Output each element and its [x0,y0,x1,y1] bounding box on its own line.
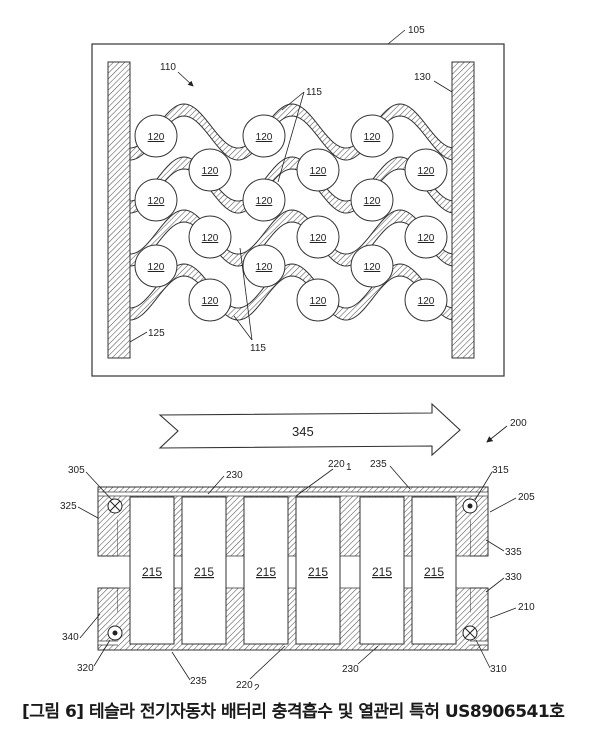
cooling-channel-4 [129,263,453,321]
label-125: 125 [148,328,165,339]
top-cell-7: 120 [134,178,178,222]
top-cell-18: 120 [404,278,448,322]
arrow-200 [486,425,508,443]
top-cell-label: 120 [418,166,435,177]
top-cell-8: 120 [242,178,286,222]
bottom-cell-label: 215 [256,565,276,579]
top-cell-6: 120 [404,148,448,192]
bottom-cell-label: 215 [194,565,214,579]
label-305: 305 [68,465,85,476]
label-110: 110 [160,62,176,73]
label-210: 210 [518,602,535,613]
label-230-top: 230 [226,470,243,481]
label-330: 330 [505,572,522,583]
top-cell-label: 120 [256,196,273,207]
label-205: 205 [518,492,535,503]
top-cells: 120 120 120 120 120 120 120 120 120 120 120 120 120 1… [134,114,448,322]
patent-diagram: 120 120 120 120 120 120 120 120 120 120 120 120 120 1… [60,25,535,690]
figure-caption: [그림 6] 테슬라 전기자동차 배터리 충격흡수 및 열관리 특허 US890… [22,702,565,722]
label-345: 345 [292,424,314,439]
label-310: 310 [490,664,507,675]
label-220-1: 220 [328,459,345,470]
top-cell-label: 120 [418,233,435,244]
cooling-channel-3 [129,209,453,267]
bottom-cell-label: 215 [142,565,162,579]
bottom-cells: 215 215 215 215 215 215 [129,496,457,645]
bottom-cell-2: 215 [181,496,227,645]
label-235-bottom: 235 [190,676,207,687]
label-105: 105 [408,25,425,36]
bottom-figure: 215 215 215 215 215 215 305 325 230 220 1 235… [60,459,535,690]
top-cell-label: 120 [202,166,219,177]
label-115-bottom: 115 [250,343,266,354]
top-cell-label: 120 [310,233,327,244]
label-325: 325 [60,501,77,512]
top-cell-label: 120 [364,132,381,143]
top-cell-label: 120 [256,132,273,143]
top-cell-17: 120 [296,278,340,322]
flow-arrow: 345 [158,402,461,457]
top-cell-1: 120 [134,114,178,158]
top-cell-label: 120 [202,233,219,244]
top-cell-label: 120 [148,262,165,273]
top-cell-label: 120 [202,296,219,307]
label-115-top: 115 [306,87,322,98]
label-315: 315 [492,465,509,476]
top-cell-label: 120 [418,296,435,307]
top-cell-5: 120 [296,148,340,192]
top-cell-label: 120 [364,196,381,207]
top-cell-4: 120 [188,148,232,192]
bottom-cell-4: 215 [295,496,341,645]
bottom-cell-label: 215 [424,565,444,579]
top-cell-9: 120 [350,178,394,222]
label-230-bottom: 230 [342,664,359,675]
label-320: 320 [77,663,94,674]
top-cell-13: 120 [134,244,178,288]
top-cell-label: 120 [256,262,273,273]
cooling-channels [129,103,453,321]
bottom-cell-5: 215 [359,496,405,645]
bottom-cell-label: 215 [308,565,328,579]
bottom-cell-label: 215 [372,565,392,579]
svg-text:2: 2 [254,683,260,690]
label-340: 340 [62,632,79,643]
top-cell-15: 120 [350,244,394,288]
top-cell-3: 120 [350,114,394,158]
label-220-2: 220 [236,680,253,690]
top-cell-label: 120 [310,166,327,177]
top-figure: 120 120 120 120 120 120 120 120 120 120 120 120 120 1… [91,25,505,377]
svg-text:1: 1 [346,462,352,473]
cooling-channel-1 [129,103,453,161]
top-cell-10: 120 [188,215,232,259]
bottom-cell-6: 215 [411,496,457,645]
top-cell-label: 120 [310,296,327,307]
label-335: 335 [505,547,522,558]
label-235-top: 235 [370,459,387,470]
top-cell-label: 120 [148,132,165,143]
label-200: 200 [510,418,527,429]
label-130: 130 [414,72,431,83]
top-cell-11: 120 [296,215,340,259]
bottom-cell-3: 215 [243,496,289,645]
top-cell-label: 120 [148,196,165,207]
bottom-cell-1: 215 [129,496,175,645]
top-cell-14: 120 [242,244,286,288]
left-rail [107,61,131,359]
cooling-channel-2 [129,156,453,214]
right-rail [451,61,475,359]
top-cell-label: 120 [364,262,381,273]
top-cell-2: 120 [242,114,286,158]
top-cell-16: 120 [188,278,232,322]
top-cell-12: 120 [404,215,448,259]
